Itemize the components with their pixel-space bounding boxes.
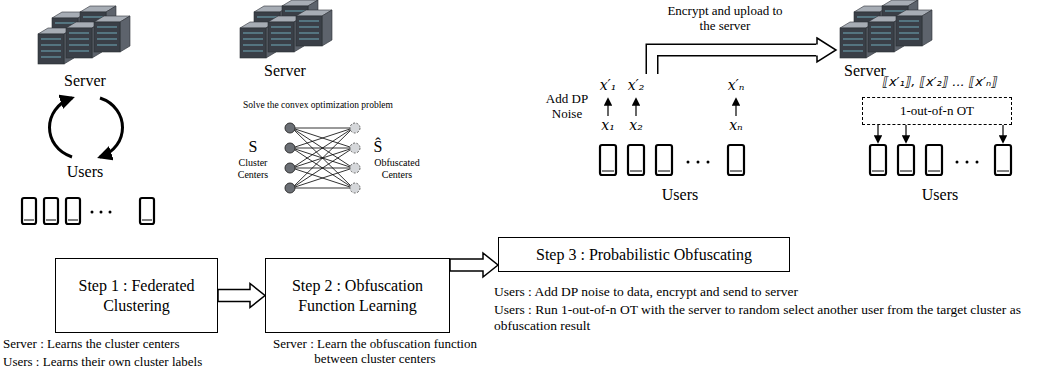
ellipsis-dot [91,211,94,214]
box-text: Step 3 : Probabilistic Obfuscating [536,245,752,264]
box-text: Step 2 : Obfuscation Function Learning [274,276,441,314]
mapping-line [292,168,353,188]
server-icon [840,0,932,58]
text-label: Users : Add DP noise to data, encrypt an… [494,284,1039,300]
text-label: x₂ [621,117,651,133]
text-label: Server : Learns the cluster centers [3,337,243,352]
mapping-line [292,128,353,188]
text-label: Users [900,186,980,204]
text-label: xₙ [721,117,751,133]
mapping-line [292,148,353,188]
text-label: x′₁ [593,77,623,93]
step-box: Step 3 : Probabilistic Obfuscating [498,237,790,272]
text-label: Users : Learns their own cluster labels [3,355,243,370]
text-label: Users : Run 1-out-of-n OT with the serve… [494,302,1039,333]
phone-icon [628,145,644,175]
text-label: Server : Learn the obfuscation function … [268,337,482,367]
ellipsis-dot [697,161,700,164]
phone-icon [995,145,1011,175]
text-label: ⟦x′₁⟧, ⟦x′₂⟧ ... ⟦x′ₙ⟧ [845,75,1035,90]
ellipsis-dot [707,161,710,164]
ellipsis-dot [100,211,103,214]
mapping-line [292,128,353,188]
mapping-line [292,128,353,168]
ot-arrow [1002,125,1003,142]
phone-icon [66,198,80,224]
text-label: Add DP Noise [543,92,591,122]
mapping-line [292,168,353,188]
text-label: Users [45,163,125,181]
ellipsis-dot [687,161,690,164]
phone-icon [140,198,154,224]
box-text: 1-out-of-n OT [900,103,974,119]
cluster-center [285,123,295,133]
phone-icon [898,145,914,175]
obfuscated-center [350,183,360,193]
phone-icon [728,145,744,175]
text-label: Server [245,62,325,80]
phone-icon [656,145,672,175]
ellipsis-dot [976,161,979,164]
noise-arrow [607,99,608,116]
mapping-line [292,188,353,189]
phone-icon [44,198,58,224]
flow-arrow [450,253,498,277]
mapping-line [292,128,353,148]
text-label: Ŝ [368,138,388,156]
text-label: x₁ [593,117,623,133]
phone-icon [870,145,886,175]
server-icon [240,0,332,58]
cluster-center [285,163,295,173]
box-text: Step 1 : Federated Clustering [64,276,209,314]
ellipsis-dot [956,161,959,164]
mapping-line [292,148,353,188]
exchange-arrow [50,98,73,157]
mapping-line [292,128,353,168]
noise-arrow [635,99,636,116]
step-box: Step 1 : Federated Clustering [55,258,218,333]
phone-icon [22,198,36,224]
upload-arrow [652,38,836,75]
cluster-center [285,183,295,193]
ot-arrow [905,125,906,142]
text-label: Solve the convex optimization problem [228,100,408,111]
obfuscated-center [350,143,360,153]
ellipsis-dot [109,211,112,214]
server-icon [38,6,130,64]
protocol-box: 1-out-of-n OT [862,97,1012,125]
phone-icon [926,145,942,175]
cluster-center [285,143,295,153]
flow-arrow [218,284,265,308]
obfuscated-center [350,123,360,133]
mapping-line [292,128,353,148]
text-label: x′ₙ [721,77,751,93]
noise-arrow [735,99,736,116]
phone-icon [600,145,616,175]
text-label: Users [640,186,720,204]
exchange-arrow [100,98,123,157]
text-label: S [243,138,263,156]
ot-arrow [877,125,878,142]
text-label: Cluster Centers [231,157,275,180]
ellipsis-dot [966,161,969,164]
text-label: Obfuscated Centers [366,157,428,180]
step-box: Step 2 : Obfuscation Function Learning [265,258,450,333]
obfuscated-center [350,163,360,173]
mapping-line [292,128,353,129]
text-label: Encrypt and upload to the server [664,4,786,34]
text-label: Server [45,72,125,90]
text-label: x′₂ [621,77,651,93]
